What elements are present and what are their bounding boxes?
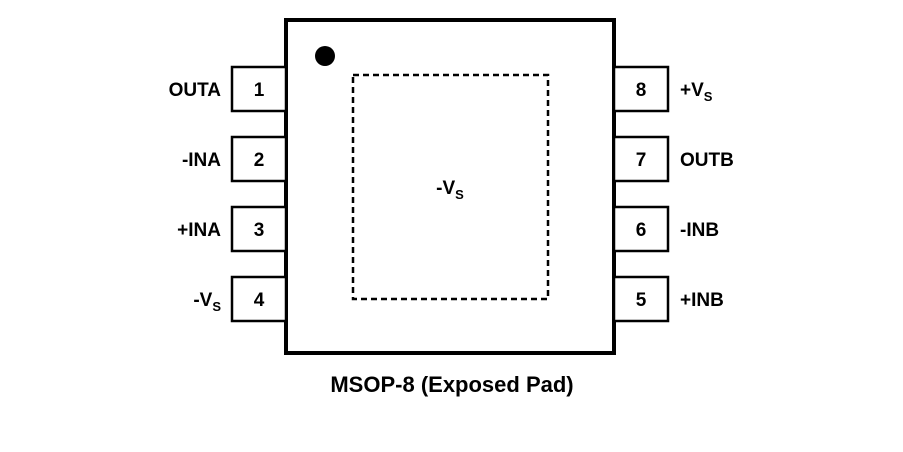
pin-box xyxy=(612,205,670,253)
pin-label: +VS xyxy=(680,80,713,104)
pin-number: 8 xyxy=(636,80,647,101)
package-title: MSOP-8 (Exposed Pad) xyxy=(330,372,573,397)
pin-label: +INB xyxy=(680,290,724,311)
pin-4: 4 -VS xyxy=(193,275,288,323)
pin-2: 2 -INA xyxy=(182,135,288,183)
exposed-pad xyxy=(351,73,550,301)
pin-box xyxy=(230,205,288,253)
pin-box xyxy=(612,65,670,113)
pin-box xyxy=(612,135,670,183)
pin-label: -INB xyxy=(680,220,719,241)
pin-label: -INA xyxy=(182,150,221,171)
package-body xyxy=(284,18,616,355)
pin-3: 3 +INA xyxy=(177,205,288,253)
pin-6: 6 -INB xyxy=(612,205,719,253)
pin-5: 5 +INB xyxy=(612,275,724,323)
pin-number: 2 xyxy=(254,150,265,171)
pin-label: +INA xyxy=(177,220,221,241)
pin-number: 5 xyxy=(636,290,647,311)
pin-number: 7 xyxy=(636,150,647,171)
pin-number: 4 xyxy=(254,290,265,311)
pin-number: 1 xyxy=(254,80,265,101)
pin-7: 7 OUTB xyxy=(612,135,734,183)
pin-label: -VS xyxy=(193,290,221,314)
exposed-pad-label: -VS xyxy=(436,178,464,202)
pin-box xyxy=(230,275,288,323)
pin-number: 3 xyxy=(254,220,265,241)
pin-1: 1 OUTA xyxy=(169,65,288,113)
pin-8: 8 +VS xyxy=(612,65,713,113)
pin-box xyxy=(230,135,288,183)
pin-label: OUTA xyxy=(169,80,222,101)
pin-label: OUTB xyxy=(680,150,734,171)
pin-box xyxy=(612,275,670,323)
pin-box xyxy=(230,65,288,113)
pin-number: 6 xyxy=(636,220,647,241)
pin1-indicator-dot xyxy=(315,46,335,66)
